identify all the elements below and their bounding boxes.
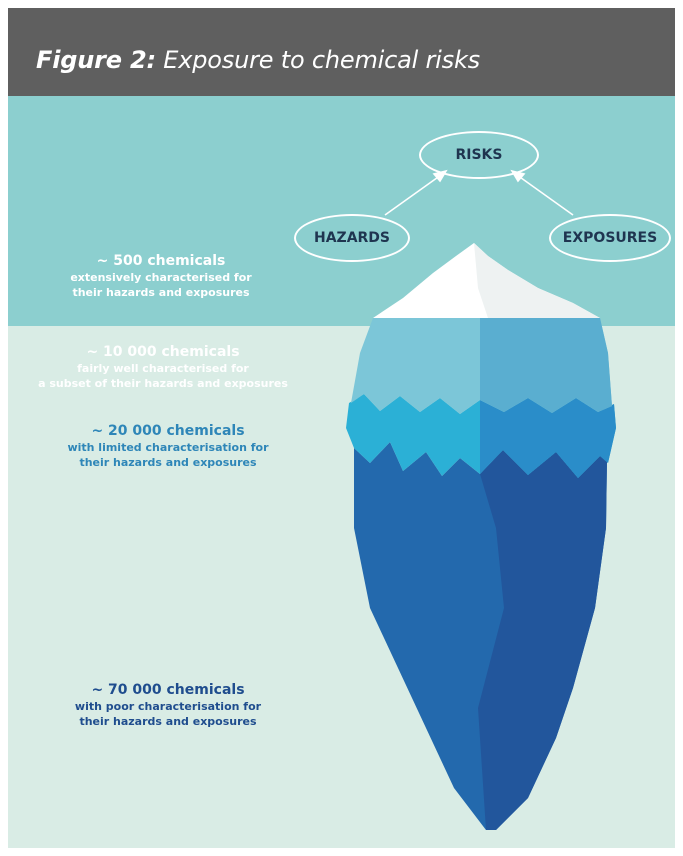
- tier-70000: ~ 70 000 chemicals with poor characteris…: [38, 682, 298, 729]
- figure-label: Figure 2:: [36, 46, 156, 74]
- iceberg-diagram: [346, 169, 616, 830]
- tier-20000: ~ 20 000 chemicals with limited characte…: [38, 423, 298, 470]
- tier-70000-line2: their hazards and exposures: [79, 715, 257, 728]
- tier-500-line1: extensively characterised for: [70, 271, 252, 284]
- tier-10000-line1: fairly well characterised for: [77, 362, 249, 375]
- figure-title: Figure 2: Exposure to chemical risks: [36, 46, 480, 74]
- tier-10000-line2: a subset of their hazards and exposures: [38, 377, 288, 390]
- risks-label: RISKS: [455, 147, 503, 163]
- tier-10000: ~ 10 000 chemicals fairly well character…: [18, 344, 308, 391]
- figure-title-text: Exposure to chemical risks: [163, 46, 480, 74]
- tier-70000-count: ~ 70 000 chemicals: [91, 682, 245, 698]
- tier-10000-count: ~ 10 000 chemicals: [86, 344, 240, 360]
- tier-20000-count: ~ 20 000 chemicals: [91, 423, 245, 439]
- tier-20000-line1: with limited characterisation for: [67, 441, 269, 454]
- arrow-hazards-to-risks: [384, 174, 442, 216]
- hazards-oval: HAZARDS: [294, 214, 410, 262]
- exposures-label: EXPOSURES: [562, 230, 658, 246]
- iceberg-deep-layer: [354, 442, 607, 830]
- tier-500-line2: their hazards and exposures: [72, 286, 250, 299]
- iceberg-light-layer: [351, 318, 612, 414]
- tier-500: ~ 500 chemicals extensively characterise…: [26, 253, 296, 300]
- iceberg-tip: [373, 243, 600, 318]
- risks-oval: RISKS: [419, 131, 539, 179]
- iceberg-mid-layer: [346, 394, 616, 478]
- exposures-oval: EXPOSURES: [549, 214, 671, 262]
- sky-background: [8, 96, 675, 326]
- tier-20000-line2: their hazards and exposures: [79, 456, 257, 469]
- figure-frame: Figure 2: Exposure to chemical risks: [8, 8, 675, 848]
- tier-70000-line1: with poor characterisation for: [74, 700, 262, 713]
- arrow-exposures-to-risks: [516, 174, 574, 216]
- tier-500-count: ~ 500 chemicals: [96, 253, 226, 269]
- hazards-label: HAZARDS: [313, 230, 391, 246]
- figure-header: Figure 2: Exposure to chemical risks: [8, 8, 675, 96]
